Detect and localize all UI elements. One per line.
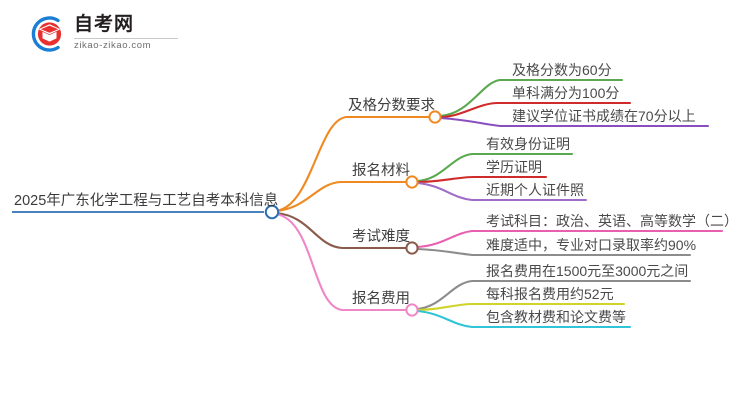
graduation-cap-in-circle-icon [26, 13, 68, 55]
branch-3-node-circle[interactable] [405, 241, 419, 255]
leaf-label-valid-id-proof[interactable]: 有效身份证明 [486, 136, 570, 152]
logo-site-name: 自考网 [74, 14, 135, 35]
branch-2-node-circle[interactable] [405, 175, 419, 189]
branch-4-node-circle[interactable] [405, 303, 419, 317]
connector-root-to-branch-3 [274, 211, 410, 250]
connector-root-to-branch-4 [274, 212, 410, 312]
leaf-label-passing-score-60[interactable]: 及格分数为60分 [512, 62, 612, 78]
connector-branch-1-child-1 [438, 78, 624, 118]
logo-site-url: zikao-zikao.com [74, 40, 152, 51]
leaf-label-fee-range[interactable]: 报名费用在1500元至3000元之间 [486, 263, 689, 279]
connector-branch-2-child-1 [415, 152, 574, 183]
leaf-label-fee-per-subject[interactable]: 每科报名费用约52元 [486, 286, 614, 302]
leaf-label-subject-full-score-100[interactable]: 单科满分为100分 [512, 85, 620, 101]
leaf-label-moderate-difficulty[interactable]: 难度适中，专业对口录取率约90% [486, 237, 697, 253]
leaf-label-degree-certificate-70[interactable]: 建议学位证书成绩在70分以上 [512, 108, 696, 124]
leaf-label-recent-id-photo[interactable]: 近期个人证件照 [486, 182, 584, 198]
connector-branch-3-child-1 [415, 229, 724, 249]
branch-1-node-circle[interactable] [428, 110, 442, 124]
branch-label-application-materials[interactable]: 报名材料 [352, 163, 410, 179]
root-node-circle[interactable] [264, 204, 280, 220]
connector-root-to-branch-1 [274, 115, 432, 213]
leaf-label-includes-textbook-thesis-fee[interactable]: 包含教材费和论文费等 [486, 309, 626, 325]
branch-label-exam-difficulty[interactable]: 考试难度 [352, 229, 410, 245]
connector-branch-2-child-3 [415, 181, 588, 202]
branch-label-passing-score[interactable]: 及格分数要求 [348, 98, 435, 114]
logo-divider [74, 38, 178, 39]
connector-root-to-branch-2 [274, 180, 410, 213]
connector-branch-4-child-3 [415, 309, 632, 329]
connector-branch-4-child-1 [415, 279, 692, 311]
root-node-label[interactable]: 2025年广东化学工程与工艺自考本科信息 [14, 193, 279, 209]
site-logo[interactable]: 自考网 zikao-zikao.com [26, 11, 186, 57]
connector-branch-1-child-3 [438, 116, 710, 128]
connector-branch-1-child-2 [438, 101, 632, 119]
connector-branch-2-child-2 [415, 175, 548, 184]
branch-label-registration-fee[interactable]: 报名费用 [352, 291, 410, 307]
connector-branch-4-child-2 [415, 302, 626, 312]
leaf-label-exam-subjects[interactable]: 考试科目：政治、英语、高等数学（二） [486, 213, 738, 229]
connector-branch-3-child-2 [415, 247, 692, 257]
leaf-label-education-proof[interactable]: 学历证明 [486, 159, 542, 175]
